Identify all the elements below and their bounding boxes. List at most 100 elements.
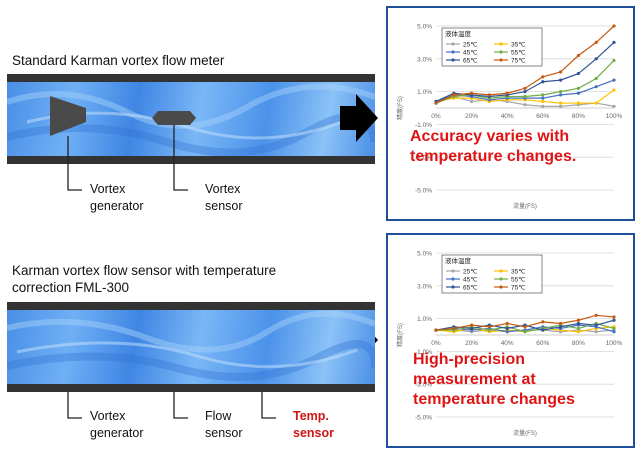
data-point bbox=[505, 326, 509, 331]
top-pipe-wall-lower bbox=[7, 156, 375, 164]
data-point bbox=[612, 58, 616, 63]
bottom-pipe-wall-lower bbox=[7, 384, 375, 392]
data-point bbox=[576, 321, 580, 326]
top-title: Standard Karman vortex flow meter bbox=[12, 53, 225, 68]
y-tick-label: -5.0% bbox=[415, 188, 432, 195]
x-tick-label: 80% bbox=[572, 113, 585, 120]
legend-marker bbox=[499, 42, 503, 46]
data-point bbox=[559, 101, 563, 105]
y-tick-label: -3.0% bbox=[415, 382, 432, 389]
data-point bbox=[594, 57, 598, 61]
y-tick-label: -5.0% bbox=[415, 415, 432, 422]
legend-label: 55℃ bbox=[511, 276, 526, 283]
data-point bbox=[452, 93, 456, 97]
legend-marker bbox=[499, 50, 503, 54]
legend-title: 液体温度 bbox=[445, 256, 472, 265]
x-tick-label: 80% bbox=[572, 340, 585, 347]
y-tick-label: -3.0% bbox=[415, 155, 432, 162]
bottom-pipe-water bbox=[7, 310, 375, 384]
data-point bbox=[594, 40, 598, 45]
data-point bbox=[452, 326, 456, 331]
legend-marker bbox=[499, 58, 503, 62]
data-point bbox=[470, 323, 474, 327]
data-point bbox=[523, 330, 527, 334]
data-point bbox=[505, 330, 509, 334]
y-tick-label: 1.0% bbox=[417, 316, 432, 323]
data-point bbox=[541, 99, 545, 104]
bottom-callout: High-precision measurement at temperatur… bbox=[413, 351, 575, 408]
data-point bbox=[559, 70, 563, 74]
data-point bbox=[541, 104, 545, 108]
y-tick-label: 3.0% bbox=[417, 56, 432, 63]
x-tick-label: 60% bbox=[536, 113, 549, 120]
top-vortex-sensor bbox=[152, 111, 196, 125]
x-tick-label: 40% bbox=[501, 340, 514, 347]
data-point bbox=[594, 85, 598, 89]
top-vortex-generator bbox=[50, 96, 86, 136]
data-point bbox=[576, 318, 580, 322]
data-point bbox=[612, 315, 616, 319]
data-point bbox=[594, 101, 598, 105]
legend-label: 45℃ bbox=[463, 276, 478, 283]
y-axis-label: 精度(FS) bbox=[396, 323, 404, 347]
legend-marker bbox=[451, 42, 455, 46]
legend-label: 35℃ bbox=[511, 41, 526, 48]
legend-label: 75℃ bbox=[511, 57, 526, 64]
y-tick-label: 3.0% bbox=[417, 283, 432, 290]
data-point bbox=[523, 103, 527, 107]
data-point bbox=[612, 40, 616, 45]
data-point bbox=[541, 80, 545, 84]
top-label-vortex-generator: Vortex generator bbox=[90, 182, 144, 213]
data-point bbox=[559, 78, 563, 82]
x-tick-label: 100% bbox=[606, 113, 623, 120]
bottom-label-flow-sensor: Flow sensor bbox=[205, 409, 243, 440]
bottom-accuracy-chart: 5.0%3.0%1.0%-1.0%-3.0%-5.0%0%20%40%60%80… bbox=[396, 251, 623, 438]
x-tick-label: 20% bbox=[465, 340, 478, 347]
top-pipe-wall-upper bbox=[7, 74, 375, 82]
x-axis-label: 流量(FS) bbox=[513, 202, 537, 210]
data-point bbox=[487, 328, 491, 332]
data-point bbox=[523, 86, 527, 90]
data-point bbox=[612, 24, 616, 28]
data-point bbox=[523, 90, 527, 94]
data-point bbox=[594, 313, 598, 317]
legend-marker bbox=[499, 269, 503, 273]
data-point bbox=[559, 325, 563, 329]
data-point bbox=[541, 328, 545, 332]
x-axis-label: 流量(FS) bbox=[513, 429, 537, 437]
bottom-label-vortex-generator: Vortex generator bbox=[90, 409, 144, 440]
data-point bbox=[612, 318, 616, 322]
data-point bbox=[541, 93, 545, 97]
data-point bbox=[559, 321, 563, 326]
x-tick-label: 0% bbox=[431, 113, 441, 120]
legend-marker bbox=[451, 50, 455, 54]
data-point bbox=[576, 330, 580, 334]
data-point bbox=[559, 90, 563, 94]
bottom-pipe bbox=[7, 302, 375, 392]
x-tick-label: 100% bbox=[606, 340, 623, 347]
bottom-chart-panel: 5.0%3.0%1.0%-1.0%-3.0%-5.0%0%20%40%60%80… bbox=[386, 233, 635, 448]
legend-label: 75℃ bbox=[511, 284, 526, 291]
data-point bbox=[505, 91, 509, 95]
data-point bbox=[612, 104, 616, 108]
y-tick-label: -1.0% bbox=[415, 122, 432, 129]
legend-marker bbox=[451, 58, 455, 62]
bottom-title: Karman vortex flow sensor with temperatu… bbox=[12, 263, 277, 295]
legend-marker bbox=[451, 277, 455, 281]
bottom-label-temp-sensor: Temp. sensor bbox=[293, 409, 334, 440]
data-point bbox=[612, 330, 616, 334]
top-callout: Accuracy varies with temperature changes… bbox=[410, 128, 577, 165]
data-point bbox=[594, 330, 598, 334]
data-point bbox=[487, 325, 491, 329]
x-tick-label: 60% bbox=[536, 340, 549, 347]
top-label-vortex-sensor: Vortex sensor bbox=[205, 182, 243, 213]
data-point bbox=[576, 326, 580, 331]
legend-marker bbox=[451, 285, 455, 289]
data-point bbox=[470, 91, 474, 95]
data-point bbox=[470, 326, 474, 331]
legend-marker bbox=[499, 285, 503, 289]
y-axis-label: 精度(FS) bbox=[396, 96, 404, 120]
data-point bbox=[559, 104, 563, 108]
data-point bbox=[523, 94, 527, 99]
data-point bbox=[576, 101, 580, 105]
